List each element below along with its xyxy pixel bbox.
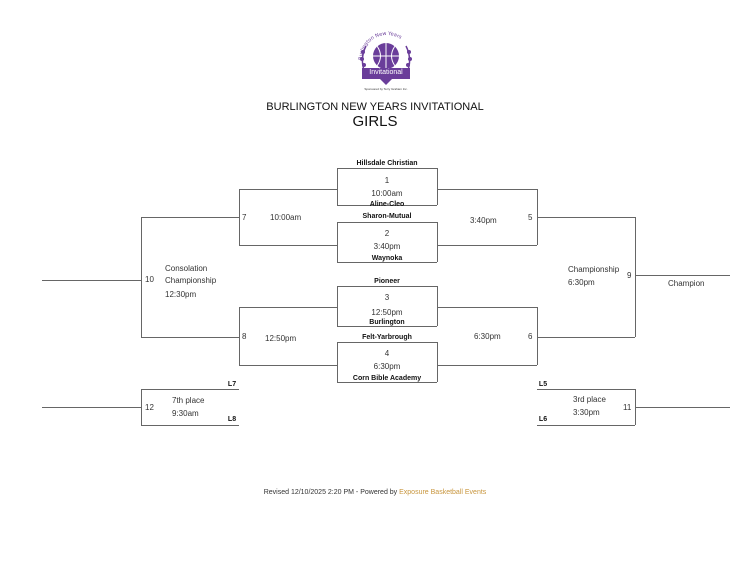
game-5-time: 3:40pm (470, 216, 497, 225)
game-12-time: 9:30am (172, 409, 199, 418)
game-10-label-1: Consolation (165, 264, 208, 273)
game-3-time: 12:50pm (371, 308, 403, 317)
game-6-time: 6:30pm (474, 332, 501, 341)
game-8-time: 12:50pm (265, 334, 297, 343)
game-2-time: 3:40pm (373, 242, 401, 251)
game-5-number: 5 (528, 213, 533, 222)
game-9-time: 6:30pm (568, 278, 595, 287)
game-1-number: 1 (384, 176, 390, 185)
game-10-number: 10 (145, 275, 154, 284)
exposure-link[interactable]: Exposure Basketball Events (399, 489, 487, 496)
game-12-bottom-slot: L8 (227, 416, 237, 423)
team-sharon-mutual[interactable]: Sharon-Mutual (362, 213, 412, 220)
footer-revised-text: Revised 12/10/2025 2:20 PM - Powered by (263, 489, 398, 496)
team-hillsdale-christian[interactable]: Hillsdale Christian (356, 160, 418, 167)
game-11-top-slot: L5 (538, 381, 548, 388)
team-corn-bible-academy[interactable]: Corn Bible Academy (352, 375, 422, 382)
game-11-number: 11 (623, 403, 632, 412)
game-12-number: 12 (145, 403, 154, 412)
game-11-bottom-slot: L6 (538, 416, 548, 423)
division-title: GIRLS (352, 113, 398, 130)
game-10-label-2: Championship (165, 276, 217, 285)
game-4-number: 4 (384, 349, 390, 358)
game-11-time: 3:30pm (573, 408, 600, 417)
team-burlington[interactable]: Burlington (369, 319, 405, 326)
game-12-top-slot: L7 (227, 381, 237, 388)
basketball-logo-graphic (360, 43, 412, 85)
team-aline-cleo[interactable]: Aline-Cleo (369, 201, 405, 208)
game-2-number: 2 (384, 229, 390, 238)
game-8-number: 8 (242, 332, 247, 341)
game-10-time: 12:30pm (165, 290, 197, 299)
game-3-number: 3 (384, 293, 390, 302)
svg-text:Burlington New Years: Burlington New Years (358, 31, 403, 60)
game-6-number: 6 (528, 332, 533, 341)
game-11-label: 3rd place (573, 395, 606, 404)
game-7-number: 7 (242, 213, 247, 222)
game-9-label: Championship (568, 265, 620, 274)
game-9-number: 9 (627, 271, 632, 280)
team-felt-yarbrough[interactable]: Felt-Yarbrough (362, 334, 412, 341)
game-1-time: 10:00am (371, 189, 403, 198)
tournament-logo: Burlington New Years Invitational Sponso… (350, 30, 422, 96)
tournament-title: BURLINGTON NEW YEARS INVITATIONAL (266, 101, 484, 113)
logo-sponsor-text: Sponsored by Terry Graham Inc. (364, 87, 408, 91)
game-12-label: 7th place (172, 396, 205, 405)
team-pioneer[interactable]: Pioneer (374, 278, 400, 285)
champion-label: Champion (668, 279, 705, 288)
logo-ring-text: Burlington New Years (358, 31, 403, 60)
footer: Revised 12/10/2025 2:20 PM - Powered by … (0, 489, 750, 496)
game-7-time: 10:00am (270, 213, 302, 222)
team-waynoka[interactable]: Waynoka (371, 255, 403, 262)
game-4-time: 6:30pm (373, 362, 401, 371)
logo-banner-text: Invitational (369, 69, 403, 76)
